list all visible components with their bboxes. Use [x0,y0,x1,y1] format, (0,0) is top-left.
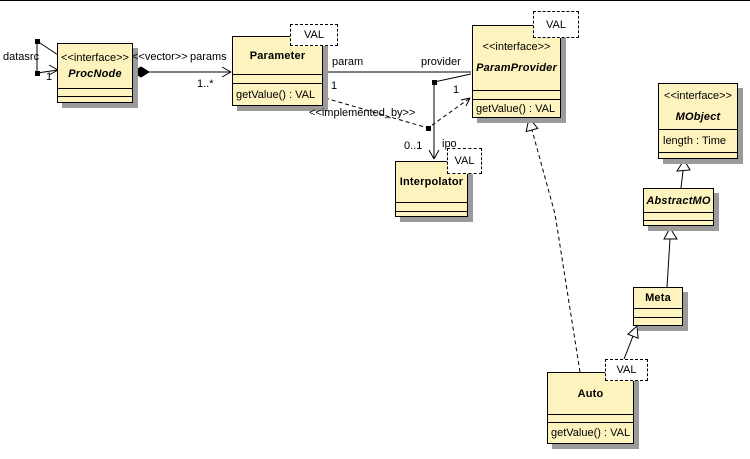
class-meta[interactable]: Meta [633,287,683,326]
label-provider-role[interactable]: provider [421,56,461,68]
parameter-class-name: Parameter [249,49,306,62]
meta-class-name: Meta [645,292,671,304]
label-implemented-by-mult-left[interactable]: 1 [331,80,338,92]
edge-vertex-handle[interactable] [35,71,40,76]
label-vector-stereotype[interactable]: <<vector>> [132,51,188,63]
paramprovider-template-box[interactable]: VAL [533,11,579,38]
procnode-name-compartment: <<interface>> ProcNode [58,44,132,88]
parameter-template-label: VAL [304,29,324,41]
parameter-attributes-compartment [233,74,322,83]
class-parameter[interactable]: Parameter getValue() : VAL [232,36,323,106]
implemented-by-arrowhead-icon [460,97,471,107]
meta-attributes-compartment [634,308,682,317]
label-implemented-by-stereotype[interactable]: <<implemented_by>> [309,107,416,119]
mobject-class-name: MObject [675,110,721,123]
procnode-stereotype: <<interface>> [61,51,129,64]
class-mobject[interactable]: <<interface>> MObject length : Time [658,83,738,159]
paramprovider-name-compartment: <<interface>> ParamProvider [473,26,560,90]
datasrc-arrowhead-icon [48,64,59,76]
mobject-stereotype: <<interface>> [664,89,732,102]
generalization-triangle-meta-abstractmo-icon [663,227,678,240]
parameter-name-compartment: Parameter [233,37,322,74]
paramprovider-template-label: VAL [546,18,566,31]
auto-template-label: VAL [616,364,637,376]
edge-vertex-handle[interactable] [323,96,328,101]
label-datasrc-multiplicity[interactable]: 1 [46,71,53,83]
interpolator-template-label: VAL [454,155,475,167]
auto-attributes-compartment [548,414,633,422]
parameter-template-box[interactable]: VAL [290,24,338,46]
abstractmo-name-compartment: AbstractMO [644,189,713,212]
auto-operations-compartment: getValue() : VAL [548,422,633,443]
aggregation-diamond-icon [132,66,150,78]
paramprovider-attributes-compartment [473,90,560,99]
procnode-attributes-compartment [58,88,132,96]
mobject-name-compartment: <<interface>> MObject [659,84,737,129]
interpolator-attributes-compartment [396,202,467,211]
procnode-class-name: ProcNode [68,67,122,80]
auto-name-compartment: Auto [548,373,633,414]
meta-operations-compartment [634,317,682,325]
label-param-role[interactable]: param [332,56,364,68]
paramprovider-operations-compartment: getValue() : VAL [473,99,560,117]
edge-vertex-handle[interactable] [426,126,431,131]
edge-vertex-handle[interactable] [432,80,437,85]
auto-class-name: Auto [577,387,604,400]
abstractmo-class-name: AbstractMO [646,194,711,207]
edge-auto-paramprovider-realization[interactable] [531,129,581,373]
realization-triangle-icon [525,116,539,133]
abstractmo-operations-compartment [644,220,713,225]
auto-template-box[interactable]: VAL [605,359,648,381]
paramprovider-operation: getValue() : VAL [476,102,556,115]
interpolator-class-name: Interpolator [399,176,464,188]
mobject-attribute: length : Time [663,135,726,147]
parameter-operation: getValue() : VAL [236,88,316,101]
interpolator-template-box[interactable]: VAL [447,148,482,174]
label-ipo-role[interactable]: ipo [442,138,457,150]
class-auto[interactable]: Auto getValue() : VAL [547,372,634,444]
ipo-arrowhead-icon [428,149,440,160]
mobject-operations-compartment [659,152,737,158]
paramprovider-class-name: ParamProvider [476,62,557,74]
class-interpolator[interactable]: Interpolator [395,161,468,217]
class-procnode[interactable]: <<interface>> ProcNode [57,43,133,103]
interpolator-operations-compartment [396,211,467,216]
interpolator-name-compartment: Interpolator [396,162,467,202]
edge-vertex-handle[interactable] [35,39,40,44]
label-implemented-by-mult-right[interactable]: 1 [453,84,460,96]
edge-abstractmo-mobject-generalization[interactable] [680,170,684,189]
edge-datasrc-self-association[interactable] [36,40,59,74]
abstractmo-attributes-compartment [644,212,713,220]
class-abstractmo[interactable]: AbstractMO [643,188,714,226]
generalization-triangle-abstractmo-mobject-icon [676,159,691,172]
meta-name-compartment: Meta [634,288,682,308]
mobject-attributes-compartment: length : Time [659,129,737,152]
generalization-triangle-auto-meta-icon [626,324,639,339]
label-params-multiplicity[interactable]: 1..* [197,78,214,90]
parameter-operations-compartment: getValue() : VAL [233,83,322,105]
label-ipo-multiplicity[interactable]: 0..1 [404,140,423,152]
procnode-operations-compartment [58,96,132,102]
label-params-role[interactable]: params [190,51,227,63]
auto-operation: getValue() : VAL [551,427,631,439]
class-paramprovider[interactable]: <<interface>> ParamProvider getValue() :… [472,25,561,118]
params-arrowhead-icon [221,66,232,78]
edge-meta-abstractmo-generalization[interactable] [666,238,671,288]
paramprovider-stereotype: <<interface>> [482,41,551,53]
label-datasrc-role[interactable]: datasrc [3,51,40,63]
